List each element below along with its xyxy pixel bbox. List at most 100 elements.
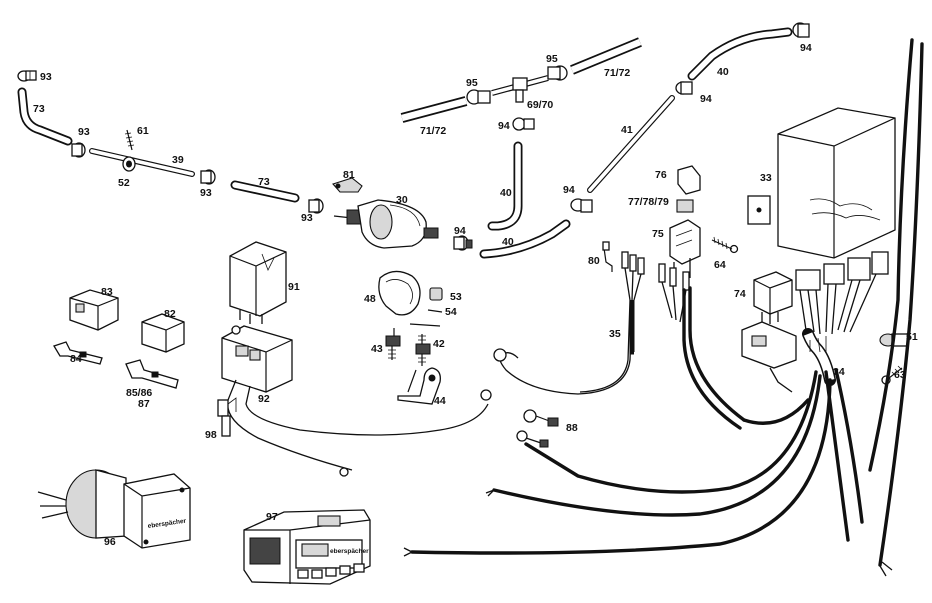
bracket-81 bbox=[332, 177, 363, 193]
harness-35-terminals bbox=[621, 251, 690, 323]
callout-73-left: 73 bbox=[33, 103, 45, 115]
callout-94-line41: 94 bbox=[563, 184, 575, 196]
bracket-44 bbox=[397, 367, 441, 405]
callout-54: 54 bbox=[445, 306, 457, 318]
clamp-94-pump bbox=[453, 235, 473, 251]
callout-93-center: 93 bbox=[200, 187, 212, 199]
clamp-93-center bbox=[200, 169, 216, 185]
connector-82 bbox=[141, 313, 185, 353]
terminal-80 bbox=[602, 241, 613, 272]
callout-30: 30 bbox=[396, 194, 408, 206]
callout-95-left: 95 bbox=[466, 77, 478, 89]
callout-83: 83 bbox=[101, 286, 113, 298]
ring-terminal-left bbox=[339, 389, 492, 477]
callout-71-72-right: 71/72 bbox=[604, 67, 630, 79]
timer-module-96: eberspächer bbox=[37, 469, 191, 549]
brand-label-97: eberspächer bbox=[330, 548, 369, 555]
hose-73-left bbox=[17, 87, 73, 146]
callout-40-mid: 40 bbox=[500, 187, 512, 199]
callout-94-pump: 94 bbox=[454, 225, 466, 237]
callout-93-right: 93 bbox=[301, 212, 313, 224]
clip-95-right bbox=[547, 65, 568, 81]
harness-34 bbox=[403, 38, 924, 577]
mount-42 bbox=[415, 334, 431, 366]
callout-44: 44 bbox=[434, 395, 446, 407]
clamp-94-mid bbox=[512, 117, 535, 131]
ring-terminal-88 bbox=[516, 409, 559, 448]
fuel-line-39 bbox=[89, 148, 195, 177]
clip-95-left bbox=[466, 89, 491, 105]
callout-74: 74 bbox=[734, 288, 746, 300]
screw-64 bbox=[711, 236, 739, 254]
fuel-line-71-72-left bbox=[400, 96, 468, 123]
callout-41: 41 bbox=[621, 124, 633, 136]
relay-socket-74 bbox=[741, 321, 797, 393]
callout-95-right: 95 bbox=[546, 53, 558, 65]
clamp-94-line41 bbox=[570, 198, 593, 213]
clamp-93-left-mid bbox=[71, 142, 86, 158]
callout-52: 52 bbox=[118, 177, 130, 189]
callout-53: 53 bbox=[450, 291, 462, 303]
callout-94-upper: 94 bbox=[700, 93, 712, 105]
fuse-77-78-79 bbox=[676, 199, 694, 213]
callout-77-78-79: 77/78/79 bbox=[628, 196, 669, 208]
callout-84: 84 bbox=[70, 353, 82, 365]
callout-51: 51 bbox=[906, 331, 918, 343]
clamp-93-top-left bbox=[17, 70, 37, 82]
callout-94-top: 94 bbox=[800, 42, 812, 54]
hose-40-upper bbox=[687, 27, 793, 81]
callout-96: 96 bbox=[104, 536, 116, 548]
callout-39: 39 bbox=[172, 154, 184, 166]
fuel-line-71-72-right bbox=[570, 37, 642, 75]
control-unit-33 bbox=[747, 107, 896, 259]
relay-base-92 bbox=[221, 325, 489, 471]
callout-87: 87 bbox=[138, 398, 150, 410]
callout-92: 92 bbox=[258, 393, 270, 405]
terminal-84 bbox=[53, 341, 103, 365]
clamp-94-upper bbox=[675, 81, 693, 95]
callout-61: 61 bbox=[137, 125, 149, 137]
fuel-pump-30 bbox=[333, 199, 439, 249]
callout-98: 98 bbox=[205, 429, 217, 441]
strap-48 bbox=[378, 270, 421, 316]
screw-61 bbox=[124, 129, 135, 151]
relay-74 bbox=[753, 271, 793, 324]
fuel-line-41 bbox=[587, 95, 675, 193]
callout-81: 81 bbox=[343, 169, 355, 181]
callout-42: 42 bbox=[433, 338, 445, 350]
callout-88: 88 bbox=[566, 422, 578, 434]
sleeve-53 bbox=[429, 287, 443, 301]
terminal-85-86-87 bbox=[125, 359, 179, 389]
callout-64: 64 bbox=[714, 259, 726, 271]
callout-93-top-left: 93 bbox=[40, 71, 52, 83]
callout-40-lower: 40 bbox=[502, 236, 514, 248]
grommet-52 bbox=[122, 156, 136, 172]
callout-97: 97 bbox=[266, 511, 278, 523]
timer-97: eberspächer bbox=[243, 509, 371, 585]
harness-35 bbox=[493, 299, 635, 395]
callout-73-center: 73 bbox=[258, 176, 270, 188]
callout-35: 35 bbox=[609, 328, 621, 340]
callout-76: 76 bbox=[655, 169, 667, 181]
clamp-93-right bbox=[308, 198, 324, 214]
callout-94-mid: 94 bbox=[498, 120, 510, 132]
hose-40-lower bbox=[479, 219, 571, 259]
clamp-94-top bbox=[792, 22, 810, 38]
hose-40-mid bbox=[487, 141, 523, 231]
callout-43: 43 bbox=[371, 343, 383, 355]
mount-43 bbox=[385, 328, 401, 360]
callout-91: 91 bbox=[288, 281, 300, 293]
control-unit-connectors bbox=[795, 251, 889, 335]
callout-33: 33 bbox=[760, 172, 772, 184]
callout-85-86: 85/86 bbox=[126, 387, 152, 399]
callout-34: 34 bbox=[833, 366, 845, 378]
fuse-cap-76 bbox=[677, 165, 701, 195]
pin-54 bbox=[409, 309, 443, 327]
callout-63: 63 bbox=[894, 369, 906, 381]
callout-71-72-left: 71/72 bbox=[420, 125, 446, 137]
relay-91 bbox=[229, 241, 287, 324]
callout-93-left-mid: 93 bbox=[78, 126, 90, 138]
callout-69-70: 69/70 bbox=[527, 99, 553, 111]
hose-73-center bbox=[230, 180, 300, 203]
